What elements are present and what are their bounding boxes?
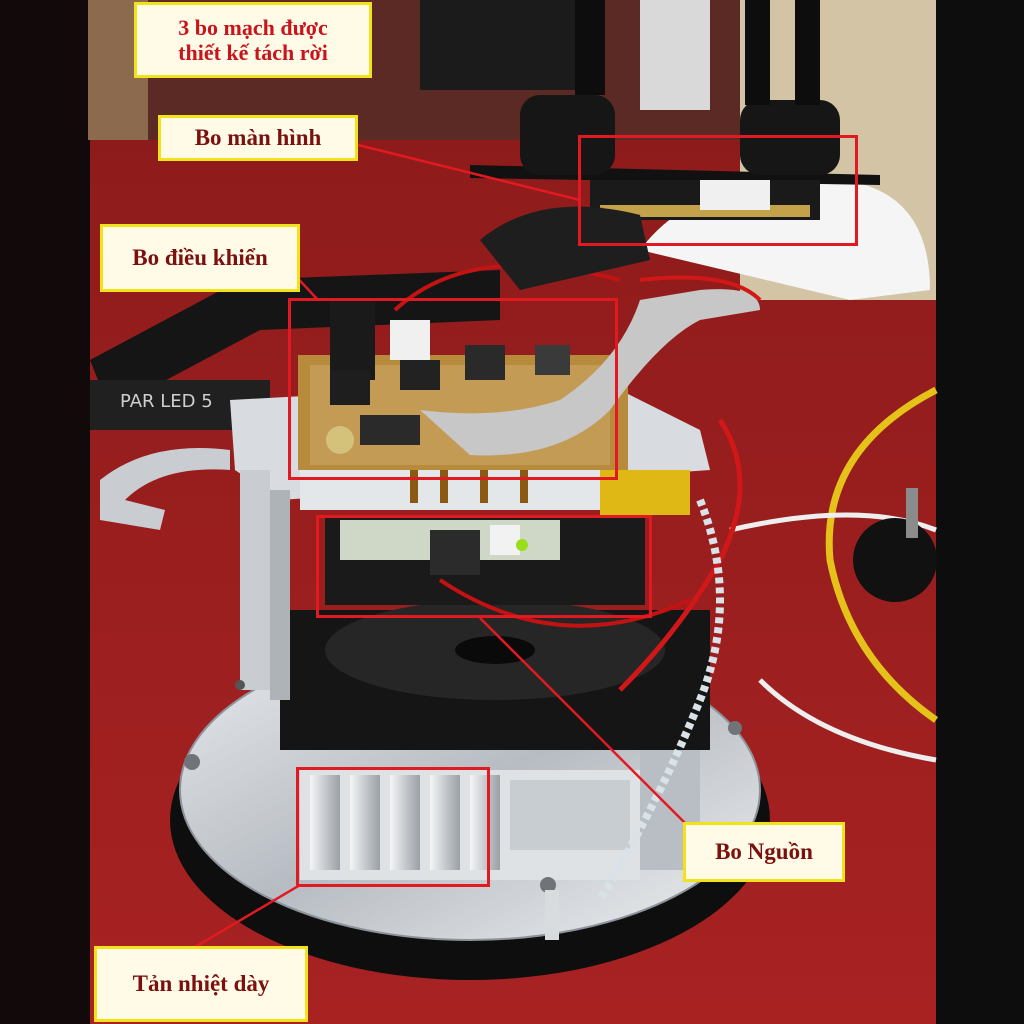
headline-line-1: 3 bo mạch được <box>178 14 328 40</box>
leader-power-board <box>479 617 691 829</box>
display-board-photo <box>470 0 880 290</box>
power-board-label: Bo Nguồn <box>683 822 845 882</box>
power-board-photo <box>325 515 645 605</box>
headline-line-2: thiết kế tách rời <box>178 40 328 65</box>
highlight-power-board <box>316 515 652 618</box>
display-board-label: Bo màn hình <box>158 115 358 161</box>
cooling-fan <box>280 600 710 750</box>
headline-label: 3 bo mạch được thiết kế tách rời <box>134 2 372 78</box>
fixture-model-text: PAR LED 5 <box>120 391 213 412</box>
heatsink-label: Tản nhiệt dày <box>94 946 308 1022</box>
control-board-photo <box>298 289 760 470</box>
highlight-control-board <box>288 298 618 480</box>
control-board-label: Bo điều khiển <box>100 224 300 292</box>
highlight-heatsink <box>296 767 490 887</box>
highlight-display-board <box>578 135 858 246</box>
leader-heatsink <box>189 883 301 952</box>
leader-display-board <box>357 143 581 202</box>
